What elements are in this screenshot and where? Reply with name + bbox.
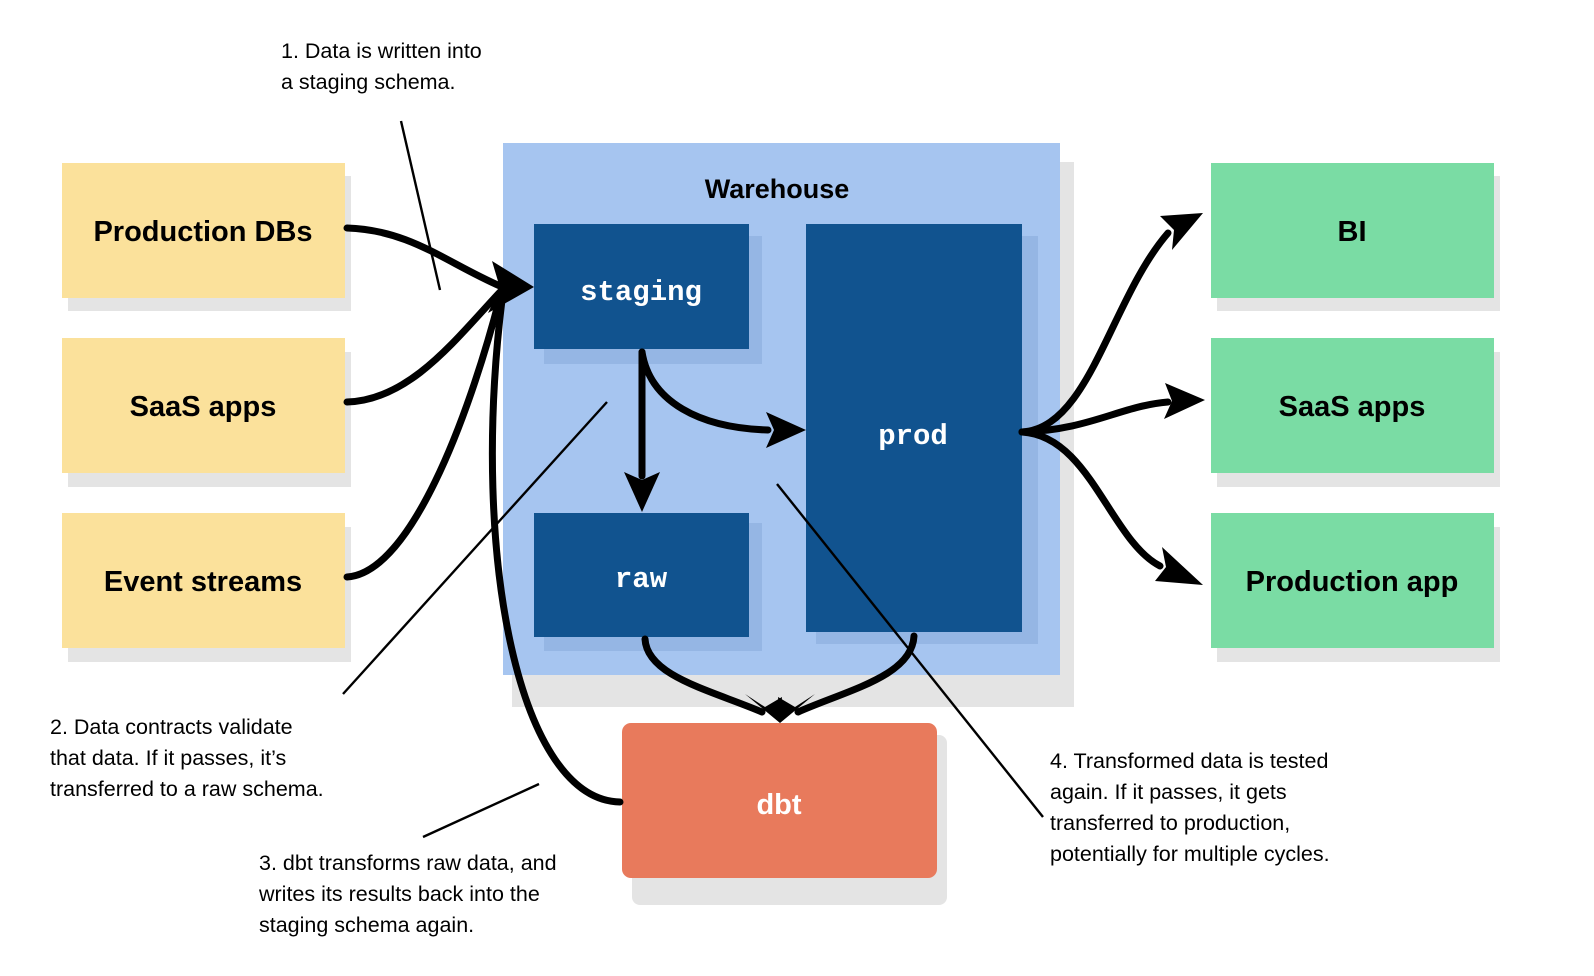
- annotation-step-1: 1. Data is written into a staging schema…: [281, 39, 482, 94]
- sink-box-bi[interactable]: [1211, 163, 1494, 298]
- arrowhead-prod-to-bi: [1160, 213, 1203, 250]
- source-box-saas-apps[interactable]: [62, 338, 345, 473]
- source-box-event-streams[interactable]: [62, 513, 345, 648]
- schema-label-raw: raw: [615, 563, 668, 596]
- source-label-event-streams: Event streams: [104, 566, 302, 598]
- schema-box-staging[interactable]: [534, 224, 749, 349]
- arrowhead-raw-to-dbt: [745, 694, 782, 723]
- leader-line-step-2: [342, 401, 608, 695]
- arrowhead-prod-to-production-app: [1155, 547, 1203, 585]
- arrow-dbt-to-staging: [488, 296, 624, 806]
- schema-box-raw[interactable]: [534, 513, 749, 637]
- annotation-leader-lines: [342, 120, 1044, 839]
- arrowhead-staging-to-raw: [624, 472, 660, 512]
- source-box-production-dbs[interactable]: [62, 163, 345, 298]
- arrow-prod-to-bi: [1018, 229, 1172, 436]
- source-label-saas-apps: SaaS apps: [130, 391, 277, 423]
- sink-box-production-app[interactable]: [1211, 513, 1494, 648]
- arrowhead-prod-to-dbt: [778, 694, 815, 723]
- warehouse-title: Warehouse: [705, 174, 850, 204]
- sink-label-saas-apps: SaaS apps: [1279, 391, 1426, 423]
- arrow-prod-to-dbt: [794, 632, 918, 716]
- annotation-step-4: 4. Transformed data is tested again. If …: [1050, 749, 1330, 866]
- source-label-production-dbs: Production DBs: [93, 216, 312, 248]
- dbt-label: dbt: [756, 789, 801, 821]
- arrow-prod-to-production-app: [1018, 428, 1164, 570]
- leader-line-step-3: [422, 782, 540, 839]
- sink-label-production-app: Production app: [1246, 566, 1459, 598]
- arrow-event-streams-to-staging: [343, 293, 504, 581]
- arrow-raw-to-dbt: [641, 635, 766, 716]
- arrow-saas-apps-to-staging: [343, 288, 504, 406]
- dbt-box[interactable]: [622, 723, 937, 878]
- sink-box-saas-apps[interactable]: [1211, 338, 1494, 473]
- flow-arrows: [343, 213, 1205, 806]
- arrowhead-staging-to-prod: [766, 412, 806, 448]
- sink-label-bi: BI: [1338, 216, 1367, 248]
- annotation-step-3: 3. dbt transforms raw data, and writes i…: [259, 851, 557, 937]
- leader-line-step-1: [399, 120, 442, 291]
- schema-label-prod: prod: [878, 420, 948, 453]
- arrowhead-into-staging: [488, 261, 534, 313]
- arrow-production-dbs-to-staging: [343, 224, 504, 290]
- annotation-step-2: 2. Data contracts validate that data. If…: [50, 715, 324, 801]
- arrow-prod-to-saas-apps: [1018, 398, 1172, 436]
- arrowhead-prod-to-saas-apps: [1164, 383, 1205, 419]
- arrow-staging-to-prod: [638, 348, 772, 434]
- leader-line-step-4: [776, 483, 1044, 818]
- schema-label-staging: staging: [580, 276, 702, 309]
